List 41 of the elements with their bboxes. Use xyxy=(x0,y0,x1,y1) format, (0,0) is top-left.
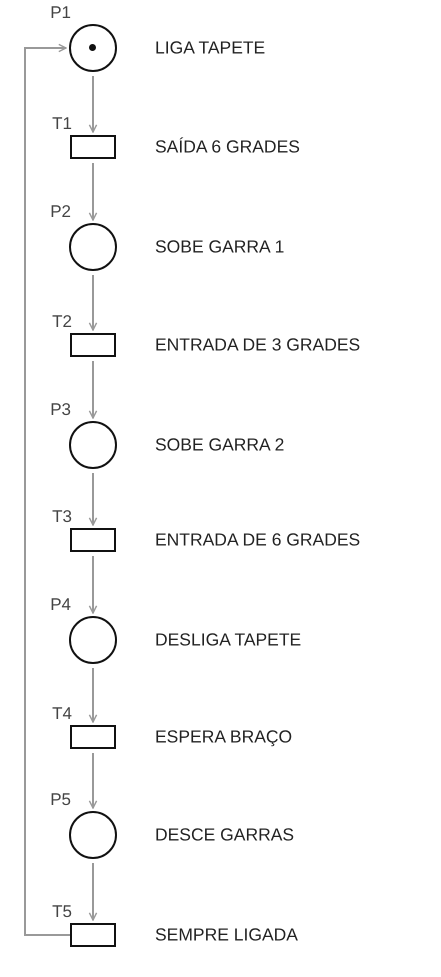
arrow xyxy=(88,863,98,921)
place-circle xyxy=(69,421,117,469)
arrow xyxy=(88,163,98,221)
place-circle xyxy=(69,24,117,72)
place-circle xyxy=(69,223,117,271)
node-id-label: P5 xyxy=(50,791,71,808)
node-id-label: T1 xyxy=(52,115,72,132)
arrow xyxy=(88,556,98,614)
node-id-label: T5 xyxy=(52,903,72,920)
transition-rectangle xyxy=(70,923,116,947)
arrow xyxy=(88,361,98,419)
step-description: SAÍDA 6 GRADES xyxy=(155,138,300,156)
step-description: ENTRADA DE 3 GRADES xyxy=(155,336,360,354)
arrow xyxy=(88,76,98,133)
step-description: SEMPRE LIGADA xyxy=(155,926,298,944)
place-circle xyxy=(69,616,117,664)
node-id-label: P3 xyxy=(50,401,71,418)
arrow xyxy=(88,753,98,809)
transition-rectangle xyxy=(70,135,116,159)
arrow xyxy=(88,275,98,331)
transition-rectangle xyxy=(70,725,116,749)
node-id-label: P4 xyxy=(50,596,71,613)
step-description: SOBE GARRA 2 xyxy=(155,436,284,454)
step-description: LIGA TAPETE xyxy=(155,39,266,57)
arrow xyxy=(24,44,70,936)
step-description: ENTRADA DE 6 GRADES xyxy=(155,531,360,549)
node-id-label: T3 xyxy=(52,508,72,525)
transition-rectangle xyxy=(70,333,116,357)
arrow xyxy=(88,473,98,526)
token-dot xyxy=(89,44,96,51)
node-id-label: T4 xyxy=(52,705,72,722)
arrow xyxy=(88,668,98,723)
step-description: DESLIGA TAPETE xyxy=(155,631,302,649)
node-id-label: P2 xyxy=(50,203,71,220)
step-description: SOBE GARRA 1 xyxy=(155,238,284,256)
step-description: ESPERA BRAÇO xyxy=(155,728,292,746)
node-id-label: P1 xyxy=(50,4,71,21)
step-description: DESCE GARRAS xyxy=(155,826,294,844)
place-circle xyxy=(69,811,117,859)
transition-rectangle xyxy=(70,528,116,552)
node-id-label: T2 xyxy=(52,313,72,330)
